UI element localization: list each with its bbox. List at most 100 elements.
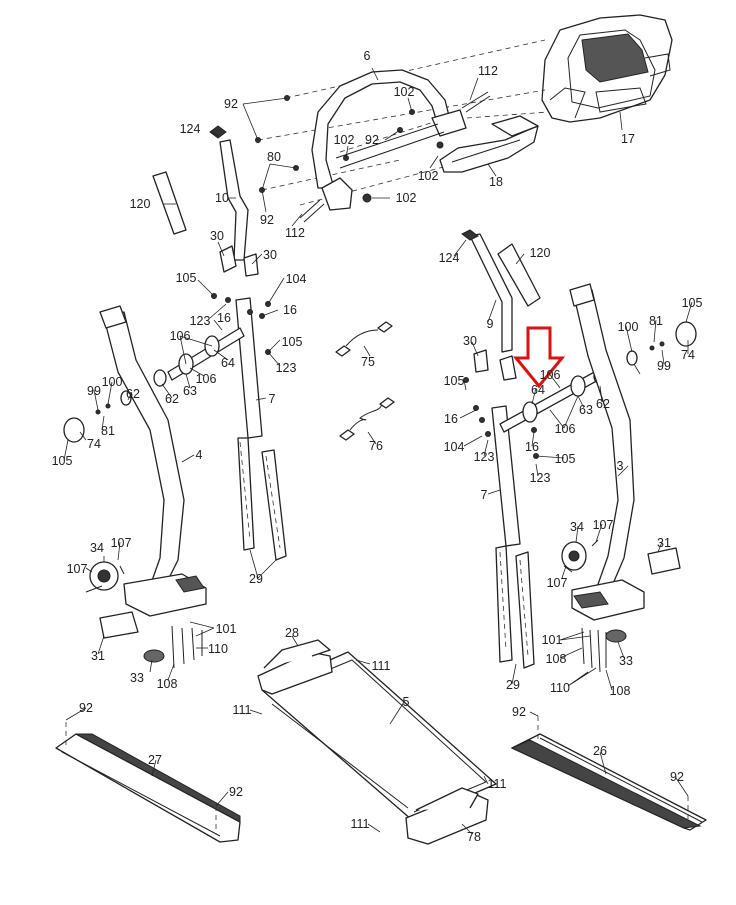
handle-grip-part bbox=[439, 115, 539, 173]
callout-31: 31 bbox=[657, 536, 671, 550]
callout-7: 7 bbox=[481, 488, 488, 502]
callout-27: 27 bbox=[148, 753, 162, 767]
right-arm-covers bbox=[495, 545, 535, 669]
callout-63: 63 bbox=[579, 403, 593, 417]
callout-120: 120 bbox=[130, 197, 151, 211]
callout-102: 102 bbox=[418, 169, 439, 183]
callout-108: 108 bbox=[546, 652, 567, 666]
right-upright-part bbox=[561, 283, 681, 673]
callout-105: 105 bbox=[555, 452, 576, 466]
callout-101: 101 bbox=[542, 633, 563, 647]
red-down-arrow-icon bbox=[512, 326, 566, 389]
callout-111: 111 bbox=[232, 703, 251, 717]
callout-123: 123 bbox=[190, 314, 211, 328]
callout-101: 101 bbox=[216, 622, 237, 636]
left-upper-arm-part bbox=[152, 139, 259, 277]
callout-105: 105 bbox=[282, 335, 303, 349]
callout-120: 120 bbox=[530, 246, 551, 260]
callout-107: 107 bbox=[111, 536, 132, 550]
callout-64: 64 bbox=[221, 356, 235, 370]
callout-28: 28 bbox=[285, 626, 299, 640]
wire-harness-76 bbox=[339, 397, 395, 441]
callout-92: 92 bbox=[512, 705, 526, 719]
right-upper-arm-part bbox=[461, 229, 541, 381]
callout-100: 100 bbox=[102, 375, 123, 389]
left-arm-covers bbox=[237, 437, 287, 561]
callout-108: 108 bbox=[157, 677, 178, 691]
upper-handlebar-part bbox=[311, 69, 467, 211]
callout-92: 92 bbox=[79, 701, 93, 715]
callout-29: 29 bbox=[249, 572, 263, 586]
callout-16: 16 bbox=[444, 412, 458, 426]
callout-108: 108 bbox=[610, 684, 631, 698]
callout-10: 10 bbox=[215, 191, 229, 205]
callout-106: 106 bbox=[555, 422, 576, 436]
callout-92: 92 bbox=[670, 770, 684, 784]
leader-lines bbox=[63, 67, 693, 835]
callout-105: 105 bbox=[444, 374, 465, 388]
callout-92: 92 bbox=[229, 785, 243, 799]
callout-81: 81 bbox=[101, 424, 115, 438]
callout-3: 3 bbox=[617, 459, 624, 473]
callout-4: 4 bbox=[196, 448, 203, 462]
callout-107: 107 bbox=[67, 562, 88, 576]
callout-80: 80 bbox=[267, 150, 281, 164]
callout-26: 26 bbox=[593, 744, 607, 758]
callout-30: 30 bbox=[210, 229, 224, 243]
callout-105: 105 bbox=[176, 271, 197, 285]
callout-30: 30 bbox=[463, 334, 477, 348]
callout-9: 9 bbox=[487, 317, 494, 331]
callout-124: 124 bbox=[180, 122, 201, 136]
callout-7: 7 bbox=[269, 392, 276, 406]
callout-102: 102 bbox=[396, 191, 417, 205]
wire-harness-75 bbox=[335, 321, 393, 357]
callout-107: 107 bbox=[593, 518, 614, 532]
callout-16: 16 bbox=[217, 311, 231, 325]
callout-112: 112 bbox=[478, 64, 498, 78]
callout-106: 106 bbox=[540, 368, 561, 382]
callout-111: 111 bbox=[371, 659, 390, 673]
callout-64: 64 bbox=[531, 383, 545, 397]
callout-16: 16 bbox=[525, 440, 539, 454]
callout-102: 102 bbox=[394, 85, 415, 99]
callout-111: 111 bbox=[487, 777, 506, 791]
callout-81: 81 bbox=[649, 314, 663, 328]
callout-31: 31 bbox=[91, 649, 105, 663]
callout-30: 30 bbox=[263, 248, 277, 262]
callout-76: 76 bbox=[369, 439, 383, 453]
callout-74: 74 bbox=[87, 437, 101, 451]
callout-102: 102 bbox=[334, 133, 355, 147]
callout-104: 104 bbox=[286, 272, 307, 286]
callout-99: 99 bbox=[87, 384, 101, 398]
left-side-rail-part bbox=[55, 722, 241, 843]
center-frame-part bbox=[257, 639, 497, 845]
callout-107: 107 bbox=[547, 576, 568, 590]
callout-104: 104 bbox=[444, 440, 465, 454]
top-hardware bbox=[209, 91, 491, 223]
callout-123: 123 bbox=[474, 450, 495, 464]
callout-111: 111 bbox=[350, 817, 369, 831]
callout-124: 124 bbox=[439, 251, 460, 265]
callout-106: 106 bbox=[170, 329, 191, 343]
callout-62: 62 bbox=[596, 397, 610, 411]
callout-34: 34 bbox=[570, 520, 584, 534]
callout-112: 112 bbox=[285, 226, 305, 240]
callout-6: 6 bbox=[364, 49, 371, 63]
callout-33: 33 bbox=[619, 654, 633, 668]
callout-5: 5 bbox=[403, 695, 410, 709]
callout-100: 100 bbox=[618, 320, 639, 334]
callout-16: 16 bbox=[283, 303, 297, 317]
callout-18: 18 bbox=[489, 175, 503, 189]
callout-123: 123 bbox=[530, 471, 551, 485]
console-part bbox=[541, 14, 673, 123]
callout-106: 106 bbox=[196, 372, 217, 386]
callout-110: 110 bbox=[208, 642, 228, 656]
right-pivot-assembly bbox=[463, 321, 697, 547]
callout-92: 92 bbox=[260, 213, 274, 227]
callout-62: 62 bbox=[165, 392, 179, 406]
callout-99: 99 bbox=[657, 359, 671, 373]
right-side-rail-part bbox=[510, 716, 707, 831]
callout-123: 123 bbox=[276, 361, 297, 375]
callout-105: 105 bbox=[52, 454, 73, 468]
